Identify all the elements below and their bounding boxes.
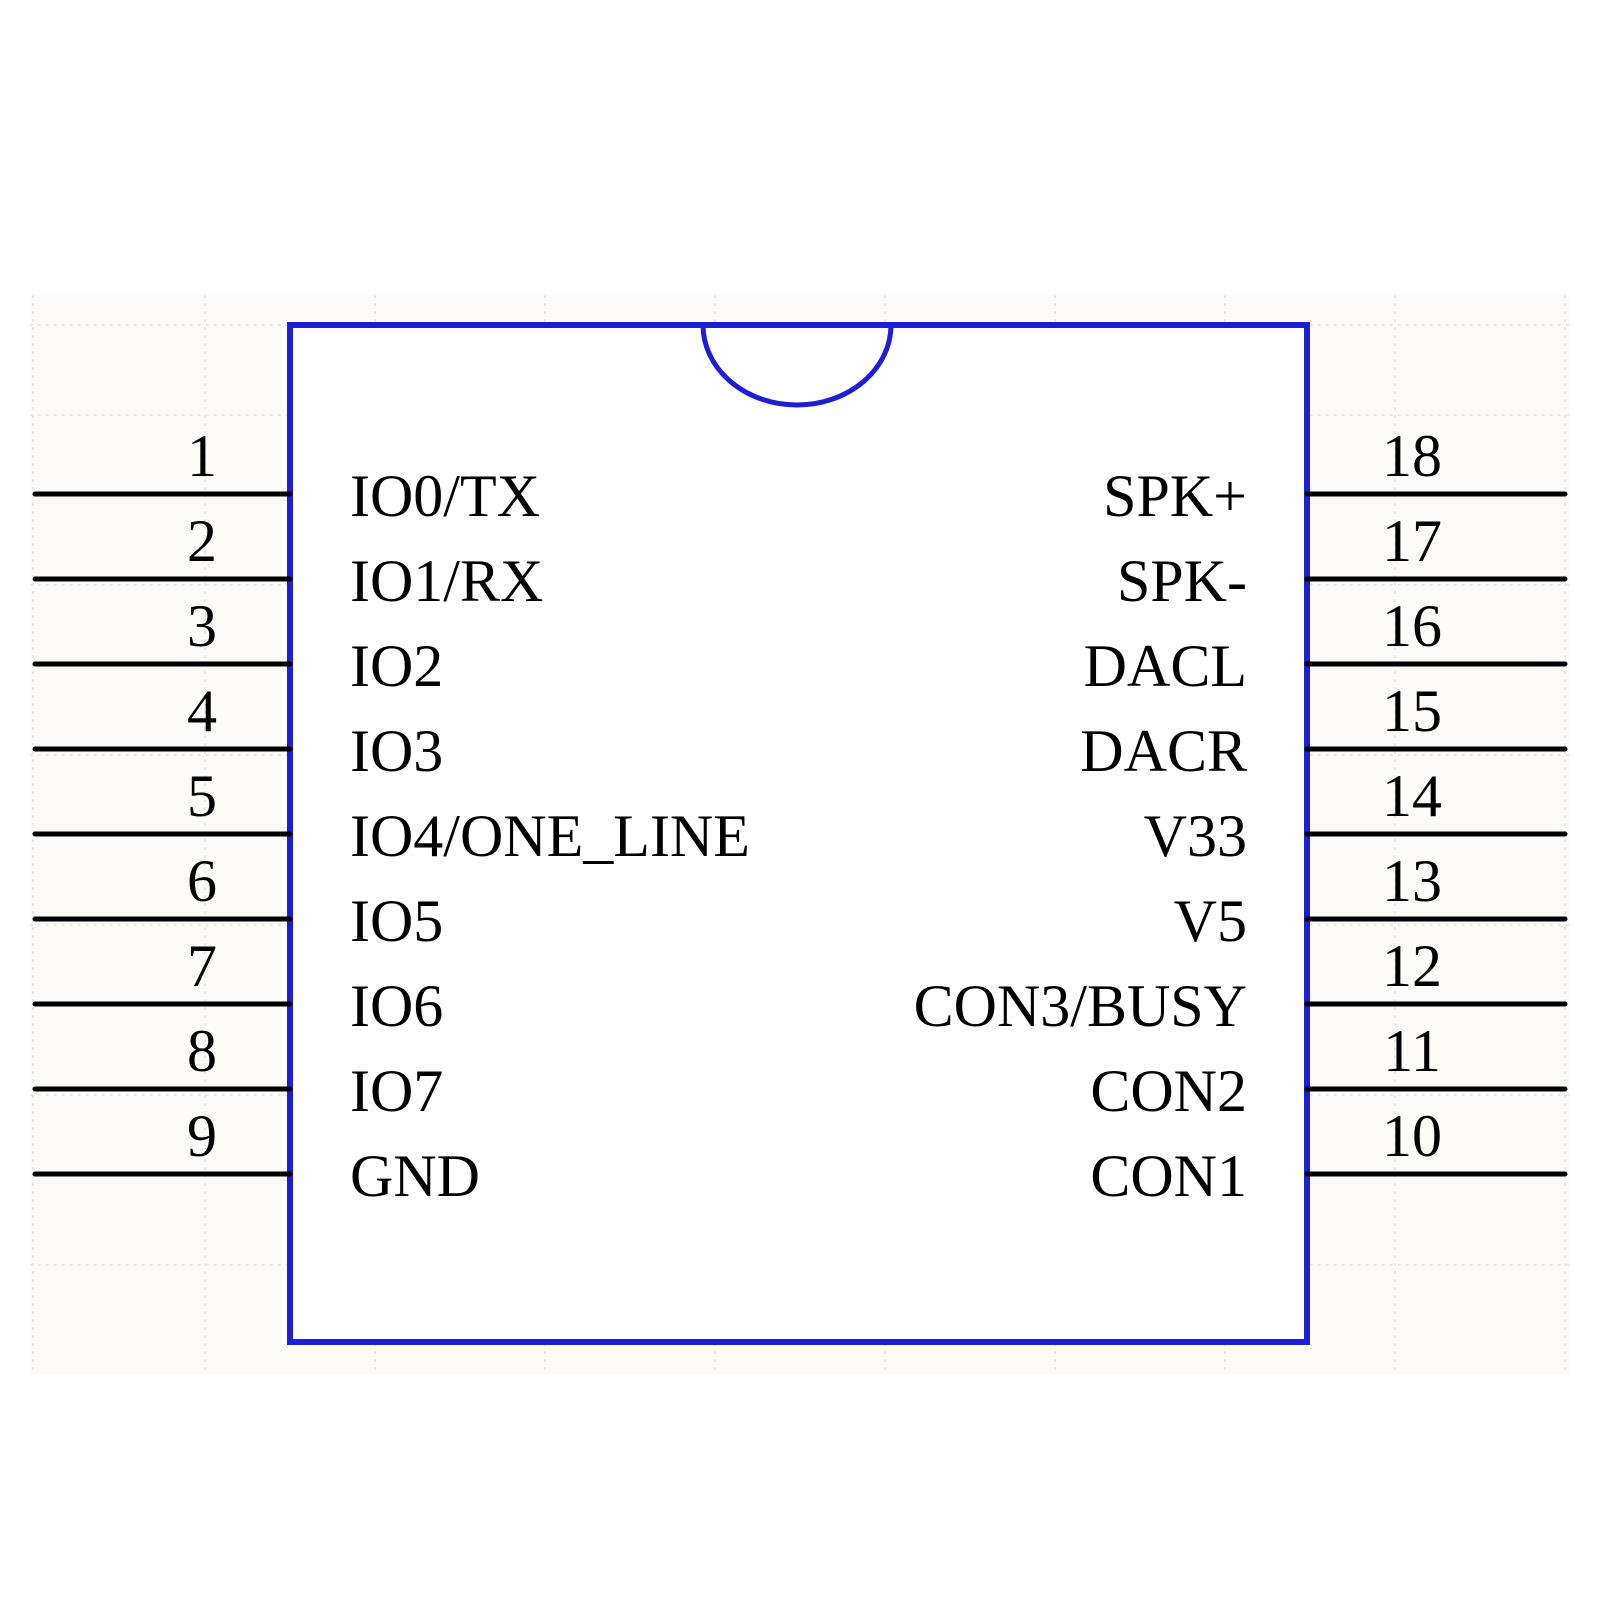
pin-name: IO2 bbox=[350, 633, 443, 699]
pin-number: 5 bbox=[187, 763, 217, 829]
pin-name: CON1 bbox=[1090, 1143, 1247, 1209]
pin-name: IO5 bbox=[350, 888, 443, 954]
pin-name: IO1/RX bbox=[350, 548, 543, 614]
pin-number: 15 bbox=[1382, 678, 1442, 744]
pin-name: GND bbox=[350, 1143, 480, 1209]
pin-name: DACL bbox=[1084, 633, 1247, 699]
pin-number: 9 bbox=[187, 1103, 217, 1169]
pin-number: 13 bbox=[1382, 848, 1442, 914]
pin-number: 16 bbox=[1382, 593, 1442, 659]
pin-name: IO0/TX bbox=[350, 463, 540, 529]
pin-number: 4 bbox=[187, 678, 217, 744]
pin-number: 10 bbox=[1382, 1103, 1442, 1169]
pin-name: IO6 bbox=[350, 973, 443, 1039]
pin-name: IO7 bbox=[350, 1058, 443, 1124]
pin-number: 7 bbox=[187, 933, 217, 999]
pin-number: 8 bbox=[187, 1018, 217, 1084]
pin-number: 2 bbox=[187, 508, 217, 574]
pin-name: CON3/BUSY bbox=[914, 973, 1247, 1039]
pin-number: 3 bbox=[187, 593, 217, 659]
pin-number: 18 bbox=[1382, 423, 1442, 489]
pin-number: 6 bbox=[187, 848, 217, 914]
pin-number: 12 bbox=[1382, 933, 1442, 999]
pin-name: IO3 bbox=[350, 718, 443, 784]
pin-name: DACR bbox=[1080, 718, 1247, 784]
pin-name: SPK- bbox=[1117, 548, 1247, 614]
pin-name: SPK+ bbox=[1103, 463, 1247, 529]
pin-name: V33 bbox=[1144, 803, 1247, 869]
pin-number: 17 bbox=[1382, 508, 1442, 574]
pin-number: 1 bbox=[187, 423, 217, 489]
left-pin-group: 1IO0/TX2IO1/RX3IO24IO35IO4/ONE_LINE6IO57… bbox=[32, 423, 750, 1209]
pin-number: 11 bbox=[1383, 1018, 1441, 1084]
pin-number: 14 bbox=[1382, 763, 1442, 829]
pin-name: IO4/ONE_LINE bbox=[350, 803, 750, 869]
pin-name: V5 bbox=[1174, 888, 1247, 954]
pin-name: CON2 bbox=[1090, 1058, 1247, 1124]
right-pin-group: 18SPK+17SPK-16DACL15DACR14V3313V512CON3/… bbox=[914, 423, 1568, 1209]
pin1-notch bbox=[700, 324, 894, 408]
